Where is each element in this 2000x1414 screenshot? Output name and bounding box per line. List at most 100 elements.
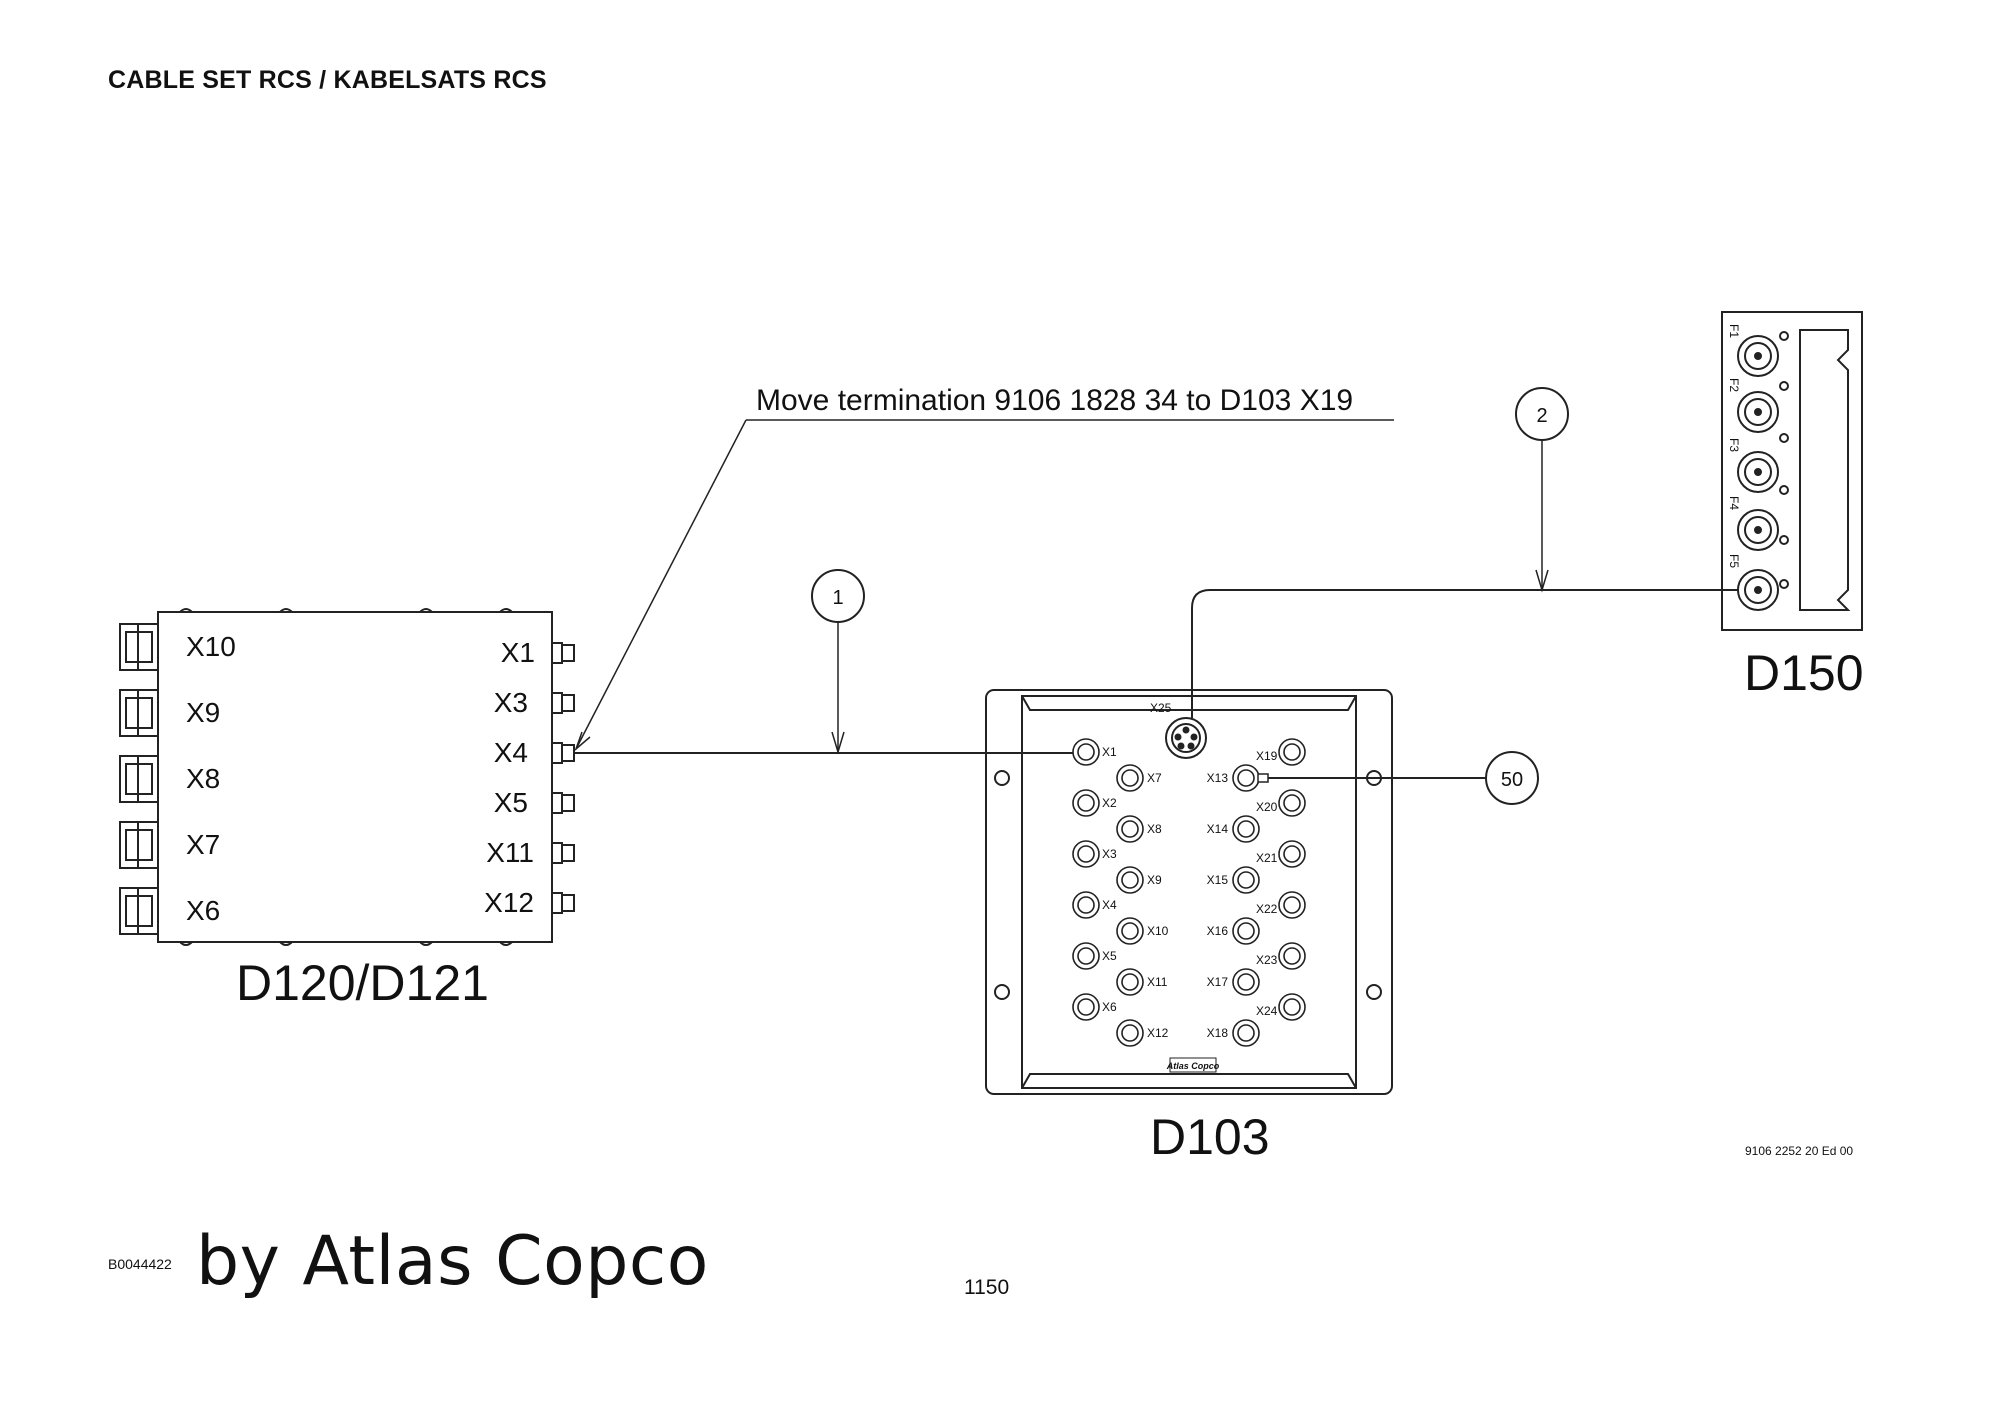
d103-label-x18: X18 bbox=[1207, 1026, 1229, 1040]
d120-device-name: D120/D121 bbox=[236, 955, 489, 1011]
d103-connector-x20 bbox=[1278, 789, 1306, 817]
d103-label-x1: X1 bbox=[1102, 745, 1117, 759]
d103-mount-hole bbox=[1366, 984, 1382, 1000]
d103-connectors bbox=[1072, 738, 1306, 1047]
d103-label-x24: X24 bbox=[1256, 1004, 1278, 1018]
d120-connector-x9 bbox=[119, 689, 159, 737]
d150-label-f2: F2 bbox=[1727, 378, 1741, 392]
cable-2 bbox=[1191, 589, 1738, 718]
d120-label-x6: X6 bbox=[186, 895, 220, 926]
d103-connector-x15 bbox=[1232, 866, 1260, 894]
d103-mount-hole bbox=[994, 770, 1010, 786]
d103-label-x19: X19 bbox=[1256, 749, 1278, 763]
d120-connector-x1 bbox=[551, 642, 575, 664]
d103-label-x6: X6 bbox=[1102, 1000, 1117, 1014]
d103-logo: Atlas Copco bbox=[1166, 1061, 1220, 1071]
image-id: B0044422 bbox=[108, 1256, 172, 1272]
d150-connector-f3 bbox=[1737, 451, 1779, 493]
d150-label-f4: F4 bbox=[1727, 496, 1741, 510]
d103-flange bbox=[985, 689, 1393, 1095]
d103-connector-x4 bbox=[1072, 891, 1100, 919]
d103-label-x21: X21 bbox=[1256, 851, 1278, 865]
d103-connector-x7 bbox=[1116, 764, 1144, 792]
d103-connector-x13 bbox=[1232, 764, 1260, 792]
d150-body bbox=[1721, 311, 1863, 631]
d103-label-x5: X5 bbox=[1102, 949, 1117, 963]
d120-connector-x5 bbox=[551, 792, 575, 814]
d103-connector-x6 bbox=[1072, 993, 1100, 1021]
footer-brand: by Atlas Copco bbox=[196, 1222, 709, 1301]
d150-label-f3: F3 bbox=[1727, 438, 1741, 452]
d120-label-x9: X9 bbox=[186, 697, 220, 728]
d120-label-x10: X10 bbox=[186, 631, 236, 662]
d120-connector-x4 bbox=[551, 742, 575, 764]
d150-module bbox=[1721, 311, 1863, 631]
d103-label-x14: X14 bbox=[1207, 822, 1229, 836]
d120-connector-x11 bbox=[551, 842, 575, 864]
d103-label-x9: X9 bbox=[1147, 873, 1162, 887]
d120-connector-x8 bbox=[119, 755, 159, 803]
d103-connector-x19 bbox=[1278, 738, 1306, 766]
d103-label-x22: X22 bbox=[1256, 902, 1278, 916]
document-code: 9106 2252 20 Ed 00 bbox=[1745, 1144, 1854, 1158]
d120-connector-x12 bbox=[551, 892, 575, 914]
d120-left-connectors bbox=[119, 623, 159, 935]
d120-label-x3: X3 bbox=[494, 687, 528, 718]
d103-connector-x21 bbox=[1278, 840, 1306, 868]
d120-label-x11: X11 bbox=[486, 837, 534, 868]
d150-connectors bbox=[1737, 335, 1779, 611]
d103-label-x23: X23 bbox=[1256, 953, 1278, 967]
d103-connector-x5 bbox=[1072, 942, 1100, 970]
d103-label-x4: X4 bbox=[1102, 898, 1117, 912]
d120-label-x8: X8 bbox=[186, 763, 220, 794]
d150-connector-f5 bbox=[1737, 569, 1779, 611]
d120-connector-x10 bbox=[119, 623, 159, 671]
d150-device-name: D150 bbox=[1744, 645, 1864, 701]
d103-connector-x25 bbox=[1165, 717, 1207, 759]
d103-body bbox=[1021, 695, 1357, 1089]
d103-connector-x8 bbox=[1116, 815, 1144, 843]
callout-50-number: 50 bbox=[1501, 769, 1523, 791]
d103-label-x11: X11 bbox=[1147, 975, 1168, 989]
d103-connector-x1 bbox=[1072, 738, 1100, 766]
d103-connector-x9 bbox=[1116, 866, 1144, 894]
note-leader bbox=[574, 419, 1394, 752]
d103-module bbox=[985, 689, 1393, 1095]
d120-label-x7: X7 bbox=[186, 829, 220, 860]
d103-label-x2: X2 bbox=[1102, 796, 1117, 810]
d103-connector-x17 bbox=[1232, 968, 1260, 996]
d120-label-x12: X12 bbox=[484, 887, 534, 918]
d150-connector-f4 bbox=[1737, 509, 1779, 551]
d103-label-x7: X7 bbox=[1147, 771, 1162, 785]
d103-mount-hole bbox=[994, 984, 1010, 1000]
d103-label-x12: X12 bbox=[1147, 1026, 1169, 1040]
d120-connector-x6 bbox=[119, 887, 159, 935]
d103-connector-x24 bbox=[1278, 993, 1306, 1021]
d120-label-x4: X4 bbox=[494, 737, 528, 768]
callout-1: 1 bbox=[811, 569, 865, 755]
d120-right-connectors bbox=[551, 642, 575, 914]
d120-label-x5: X5 bbox=[494, 787, 528, 818]
d103-connector-x2 bbox=[1072, 789, 1100, 817]
callout-2: 2 bbox=[1515, 387, 1569, 593]
d150-connector-f1 bbox=[1737, 335, 1779, 377]
d103-connector-x12 bbox=[1116, 1019, 1144, 1047]
d103-label-x17: X17 bbox=[1207, 975, 1229, 989]
note-text: Move termination 9106 1828 34 to D103 X1… bbox=[756, 384, 1353, 417]
d120-label-x1: X1 bbox=[501, 637, 535, 668]
d103-connector-x23 bbox=[1278, 942, 1306, 970]
d103-connector-x10 bbox=[1116, 917, 1144, 945]
d120-connector-x3 bbox=[551, 692, 575, 714]
d103-label-x20: X20 bbox=[1256, 800, 1278, 814]
d103-connector-x22 bbox=[1278, 891, 1306, 919]
d103-label-x25: X25 bbox=[1150, 701, 1172, 715]
d103-label-x15: X15 bbox=[1207, 873, 1229, 887]
d150-label-f5: F5 bbox=[1727, 554, 1741, 568]
d150-connector-f2 bbox=[1737, 391, 1779, 433]
callout-1-number: 1 bbox=[832, 587, 843, 609]
d103-label-x8: X8 bbox=[1147, 822, 1162, 836]
d103-connector-x16 bbox=[1232, 917, 1260, 945]
callout-2-number: 2 bbox=[1536, 405, 1547, 427]
d103-connector-x11 bbox=[1116, 968, 1144, 996]
